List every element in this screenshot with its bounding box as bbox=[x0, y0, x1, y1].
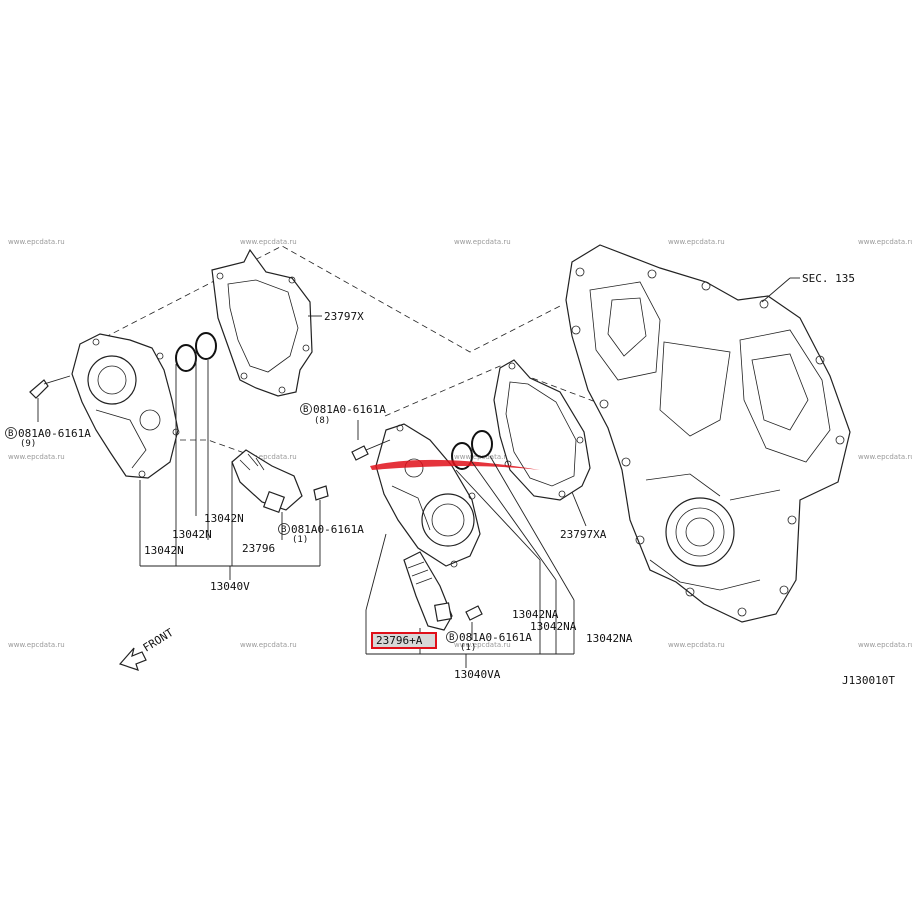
oring-13042n bbox=[175, 344, 197, 372]
label-sec-135: SEC. 135 bbox=[802, 272, 855, 285]
label-gasket-23797x: 23797X bbox=[324, 310, 364, 323]
alignment-lines bbox=[95, 245, 613, 456]
oring-13042na bbox=[471, 430, 493, 458]
watermark: www.epcdata.ru bbox=[858, 238, 912, 246]
label-oring-13042na-a: 13042NA bbox=[512, 608, 559, 621]
watermark: www.epcdata.ru bbox=[240, 641, 297, 649]
bolt-marker: B bbox=[449, 633, 454, 643]
watermark: www.epcdata.ru bbox=[8, 641, 65, 649]
watermark: www.epcdata.ru bbox=[454, 238, 511, 246]
label-solenoid-23796: 23796 bbox=[242, 542, 275, 555]
label-gasket-23797xa: 23797XA bbox=[560, 528, 607, 541]
solenoid-23796a bbox=[403, 551, 453, 631]
cover-13040v bbox=[71, 333, 180, 479]
bolt-marker: B bbox=[8, 429, 13, 439]
bolt-bot bbox=[465, 605, 483, 621]
watermark: www.epcdata.ru bbox=[8, 453, 65, 461]
front-arrow: FRONT bbox=[118, 626, 176, 671]
timing-cover bbox=[565, 244, 851, 623]
diagram-code: J130010T bbox=[842, 674, 895, 687]
solenoid-23796 bbox=[231, 449, 303, 514]
watermark: www.epcdata.ru bbox=[454, 641, 511, 649]
bolt-mid-left bbox=[313, 485, 329, 501]
oring-13042n bbox=[195, 332, 217, 360]
watermark: www.epcdata.ru bbox=[8, 238, 65, 246]
gasket-23797x bbox=[211, 248, 313, 397]
label-bolt-top-qty: (8) bbox=[314, 416, 330, 426]
label-oring-13042na-c: 13042NA bbox=[586, 632, 633, 645]
watermark: www.epcdata.ru bbox=[668, 238, 725, 246]
label-bolt-mid-qty: (1) bbox=[292, 535, 308, 545]
highlight-mark bbox=[370, 459, 540, 470]
cover-13040va bbox=[375, 423, 481, 568]
watermark: www.epcdata.ru bbox=[668, 641, 725, 649]
watermark: www.epcdata.ru bbox=[240, 238, 297, 246]
bolt-top bbox=[351, 439, 391, 461]
label-solenoid-23796a: 23796+A bbox=[376, 634, 423, 647]
label-oring-13042n-b: 13042N bbox=[172, 528, 212, 541]
label-bolt-mid-code: 081A0-6161A bbox=[291, 523, 364, 536]
watermark: www.epcdata.ru bbox=[858, 453, 912, 461]
label-bolt-left-code: 081A0-6161A bbox=[18, 427, 91, 440]
label-assy-13040va: 13040VA bbox=[454, 668, 501, 681]
oring-13042na bbox=[451, 442, 473, 470]
bolt-left bbox=[29, 375, 71, 399]
label-bolt-bot-code: 081A0-6161A bbox=[459, 631, 532, 644]
label-oring-13042n-c: 13042N bbox=[144, 544, 184, 557]
label-front: FRONT bbox=[141, 626, 176, 655]
watermark: www.epcdata.ru bbox=[858, 641, 912, 649]
label-oring-13042na-b: 13042NA bbox=[530, 620, 577, 633]
bolt-marker: B bbox=[303, 405, 308, 415]
highlight-box bbox=[371, 632, 437, 649]
watermark: www.epcdata.ru bbox=[240, 453, 297, 461]
label-bolt-bot-qty: (1) bbox=[460, 643, 476, 653]
bolt-marker: B bbox=[281, 525, 286, 535]
label-bolt-left-qty: (9) bbox=[20, 439, 36, 449]
label-oring-13042n-a: 13042N bbox=[204, 512, 244, 525]
label-assy-13040v: 13040V bbox=[210, 580, 250, 593]
gasket-23797xa bbox=[493, 359, 591, 501]
label-bolt-top-code: 081A0-6161A bbox=[313, 403, 386, 416]
